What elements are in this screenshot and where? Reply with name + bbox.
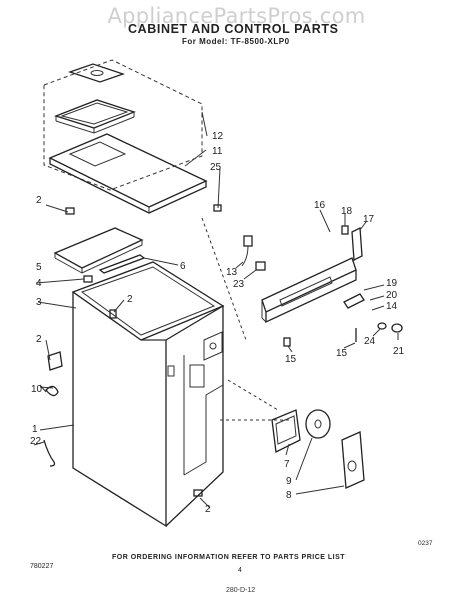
screw-18	[341, 225, 349, 235]
callout-14: 14	[386, 301, 398, 312]
top-panel-opening	[68, 141, 127, 167]
callout-11: 11	[212, 146, 223, 157]
screw-2-top	[65, 207, 75, 215]
ordering-note: FOR ORDERING INFORMATION REFER TO PARTS …	[112, 554, 346, 561]
harness-13	[243, 235, 253, 247]
screw-2-bottom	[193, 489, 203, 497]
switch-10	[45, 385, 59, 397]
callout-21: 21	[393, 346, 405, 357]
callout-2d: 2	[205, 504, 211, 515]
callout-18: 18	[341, 206, 353, 217]
callout-6: 6	[180, 261, 186, 272]
callout-15b: 15	[336, 348, 348, 359]
callout-2a: 2	[36, 195, 42, 206]
callout-7: 7	[284, 459, 290, 470]
screw-15-left	[283, 337, 291, 347]
cabinet-cutout	[189, 364, 205, 388]
model-label: For Model: TF-8500-XLP0	[182, 37, 290, 46]
diagram-title: CABINET AND CONTROL PARTS	[128, 22, 339, 36]
right-code: 0237	[418, 540, 433, 547]
dashed-group-outline	[43, 59, 203, 191]
knob-21	[391, 323, 403, 333]
hose-22	[43, 439, 56, 467]
cabinet-body	[72, 292, 167, 528]
page-number: 4	[238, 567, 242, 574]
callout-17: 17	[363, 214, 375, 225]
callout-22: 22	[30, 436, 42, 447]
callout-13: 13	[226, 267, 238, 278]
callout-3: 3	[36, 297, 42, 308]
bottom-stamp: 280-D-12	[226, 587, 256, 594]
control-panel-plate	[53, 227, 144, 269]
callout-4: 4	[36, 278, 42, 289]
callout-23: 23	[233, 279, 245, 290]
watermark: AppliancePartsPros.com	[107, 4, 366, 28]
screw-25	[213, 204, 222, 212]
vent-cover	[67, 63, 126, 83]
callout-12: 12	[212, 131, 224, 142]
washer-24	[377, 322, 387, 330]
left-code: 780227	[30, 563, 54, 570]
vent-cover-hole	[90, 70, 104, 76]
timer-7	[271, 409, 301, 453]
clip-4	[83, 275, 93, 283]
callout-24: 24	[364, 336, 376, 347]
strip-6	[98, 254, 146, 274]
callout-25: 25	[210, 162, 222, 173]
callout-20: 20	[386, 290, 398, 301]
callout-16: 16	[314, 200, 326, 211]
callout-19: 19	[386, 278, 398, 289]
callout-5: 5	[36, 262, 42, 273]
control-console	[261, 257, 357, 313]
bracket-8	[341, 431, 365, 489]
callout-2b: 2	[127, 294, 133, 305]
screw-2-inside	[109, 309, 117, 319]
bracket-2-left	[47, 351, 63, 371]
callout-1: 1	[32, 424, 38, 435]
callout-10: 10	[31, 384, 43, 395]
gear-9	[305, 409, 331, 439]
bracket-19	[343, 293, 365, 309]
switch-17	[351, 226, 363, 262]
callout-2c: 2	[36, 334, 42, 345]
connector-23	[255, 261, 266, 271]
callout-15a: 15	[285, 354, 297, 365]
callout-8: 8	[286, 490, 292, 501]
callout-9: 9	[286, 476, 292, 487]
cabinet-top-frame	[71, 261, 225, 341]
top-panel	[48, 133, 208, 208]
